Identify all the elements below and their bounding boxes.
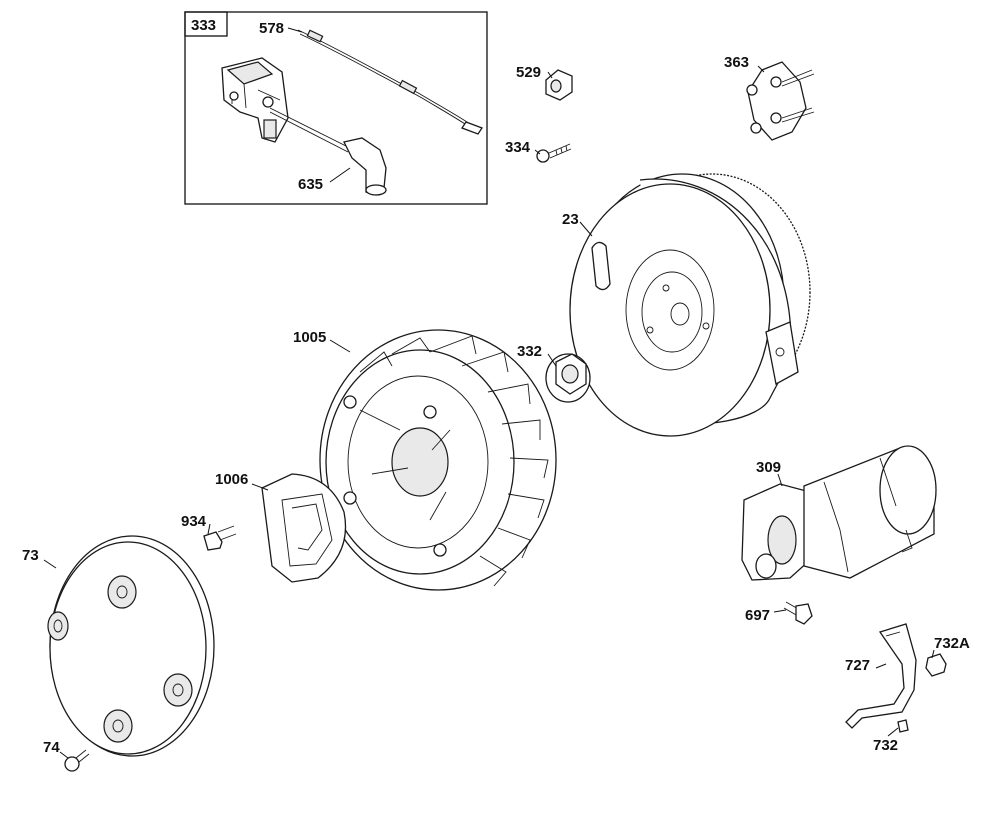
label-334: 334 xyxy=(505,139,531,156)
part-labels: 578 635 529 334 363 23 1005 332 1006 934… xyxy=(22,20,970,756)
part-578-wire xyxy=(297,29,483,135)
part-334-screw xyxy=(536,143,572,163)
part-732a-nut xyxy=(925,653,947,677)
kit-333-box: 333 xyxy=(184,11,488,205)
part-73-cover xyxy=(47,535,215,757)
ignition-module xyxy=(221,57,289,143)
label-73: 73 xyxy=(22,547,39,564)
part-23-flywheel xyxy=(569,173,811,437)
label-934: 934 xyxy=(181,513,207,530)
part-1006-screen xyxy=(261,473,347,583)
label-1005: 1005 xyxy=(293,329,326,346)
part-697-bolt xyxy=(783,601,813,625)
label-635: 635 xyxy=(298,176,323,193)
label-697: 697 xyxy=(745,607,770,624)
label-727: 727 xyxy=(845,657,870,674)
part-529-nut xyxy=(545,69,573,101)
label-309: 309 xyxy=(756,459,781,476)
label-332: 332 xyxy=(517,343,542,360)
label-578: 578 xyxy=(259,20,284,37)
part-363-bracket xyxy=(746,61,815,141)
label-529: 529 xyxy=(516,64,541,81)
part-635-plug-lead xyxy=(269,107,387,196)
leader-lines xyxy=(43,27,935,759)
label-363: 363 xyxy=(724,54,749,71)
label-23: 23 xyxy=(562,211,579,228)
label-732a: 732A xyxy=(934,635,970,652)
part-309-starter xyxy=(741,445,937,581)
kit-333-label: 333 xyxy=(191,17,216,34)
part-1005-fan xyxy=(319,329,557,591)
part-74-screw xyxy=(64,749,90,772)
label-732: 732 xyxy=(873,737,898,754)
part-727-bracket xyxy=(845,623,917,729)
part-732-screw xyxy=(897,719,909,733)
label-1006: 1006 xyxy=(215,471,248,488)
part-332-flange-nut xyxy=(545,353,591,403)
part-934-bolt xyxy=(203,525,237,551)
label-74: 74 xyxy=(43,739,60,756)
